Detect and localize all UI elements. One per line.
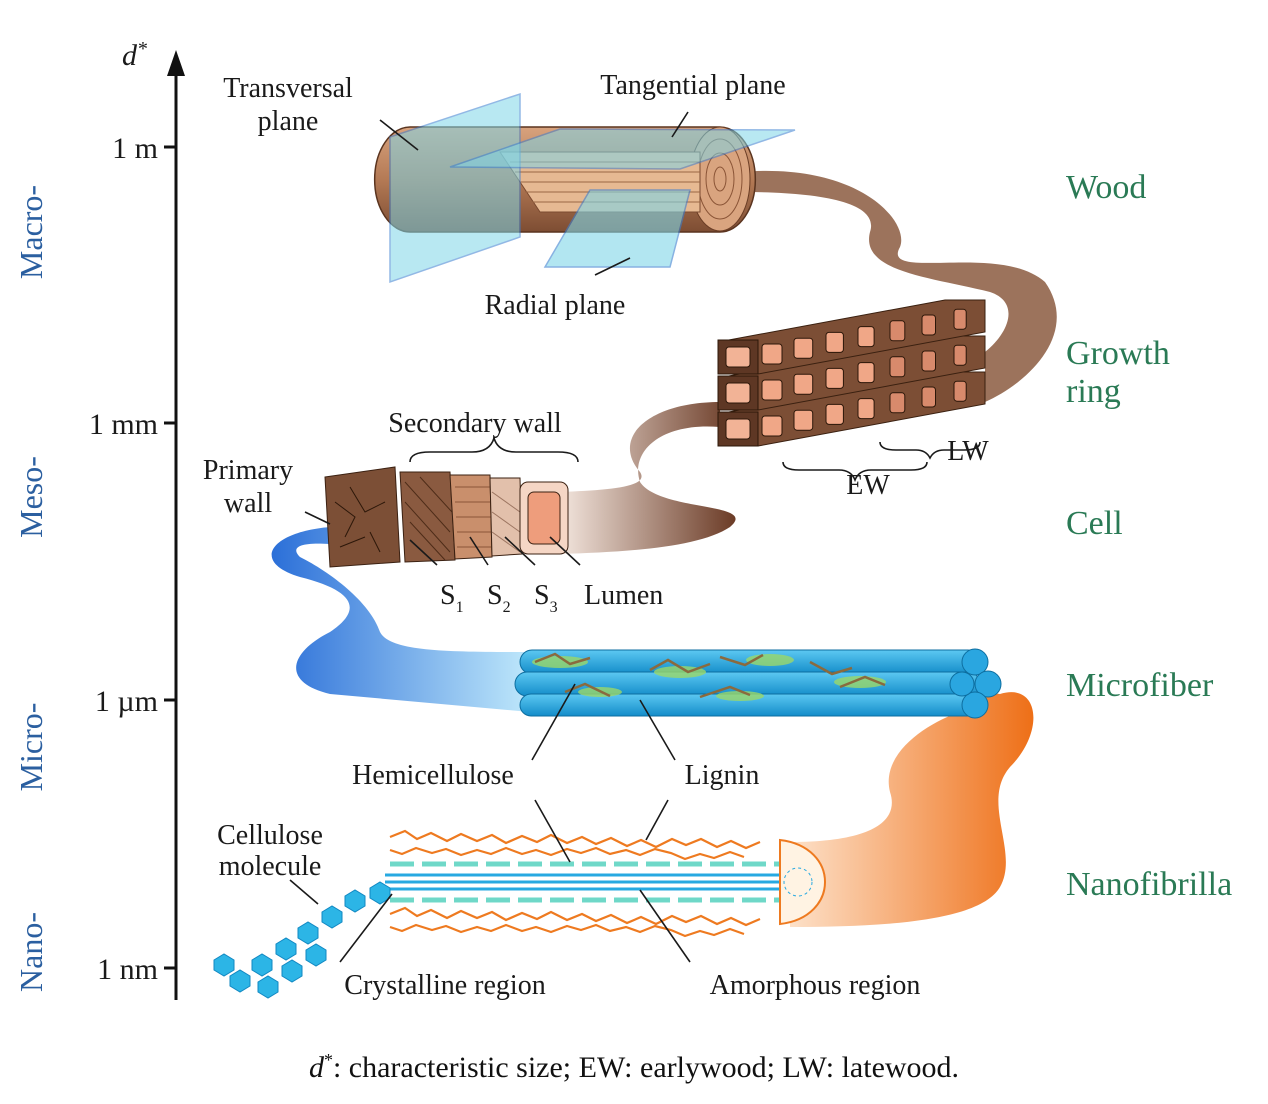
scale-meso: Meso-: [13, 456, 49, 538]
label-tangential: Tangential plane: [600, 70, 785, 101]
growth-ring-cell: [825, 331, 844, 353]
level-labels: Wood Growth ring Cell Microfiber Nanofib…: [1066, 169, 1232, 903]
diagram-labels: Transversal plane Tangential plane Radia…: [203, 70, 989, 1001]
label-hemicellulose: Hemicellulose: [352, 760, 514, 791]
growth-ring-cell: [921, 386, 936, 408]
label-secondary-wall: Secondary wall: [388, 408, 562, 439]
growth-ring-cell: [793, 337, 814, 359]
tick-1nm: 1 nm: [97, 953, 158, 986]
growth-ring-cell: [825, 367, 844, 389]
label-lw: LW: [947, 436, 989, 467]
ribbon-cell-to-microfiber: [271, 527, 530, 712]
scale-micro: Micro-: [13, 703, 49, 792]
size-axis: d* 1 m 1 mm 1 µm 1 nm: [89, 38, 185, 1000]
growth-ring-cell: [953, 380, 967, 402]
level-microfiber: Microfiber: [1066, 667, 1214, 704]
radial-plane: [543, 189, 691, 268]
cellulose-molecule-chain: [213, 881, 391, 999]
figure-caption: d*: characteristic size; EW: earlywood; …: [308, 1050, 960, 1084]
label-s1: S1: [440, 580, 464, 616]
label-transversal-1: Transversal: [223, 73, 353, 104]
growth-ring-cell: [825, 403, 844, 425]
growth-ring-cell: [953, 308, 967, 330]
label-amorphous: Amorphous region: [710, 970, 921, 1001]
transversal-plane: [389, 92, 521, 284]
scale-labels: Macro- Meso- Micro- Nano-: [13, 185, 49, 992]
microfiber-bundle: [514, 648, 1002, 719]
growth-ring-cell: [953, 344, 967, 366]
label-lignin: Lignin: [685, 760, 760, 791]
growth-ring-cell: [921, 314, 936, 336]
ribbon-ring-to-cell: [560, 402, 736, 554]
tick-1m: 1 m: [112, 132, 158, 165]
label-s2: S2: [487, 580, 511, 616]
growth-ring-cell: [761, 379, 783, 401]
level-wood: Wood: [1066, 169, 1146, 206]
growth-ring-block: [717, 299, 986, 447]
label-cellulose-1: Cellulose: [217, 820, 323, 851]
growth-ring-lumen: [725, 418, 751, 440]
label-cellulose-2: molecule: [219, 851, 322, 882]
label-ew: EW: [846, 470, 890, 501]
cell-wall-layers: [324, 466, 569, 568]
label-primary-1: Primary: [203, 455, 293, 486]
level-nanofibrilla: Nanofibrilla: [1066, 866, 1232, 903]
nanofibril: [385, 829, 826, 938]
growth-ring-cell: [857, 326, 875, 348]
tick-1mm: 1 mm: [89, 408, 158, 441]
leader-lines: [289, 111, 981, 963]
growth-ring-cell: [761, 415, 783, 437]
label-crystalline: Crystalline region: [344, 970, 545, 1001]
growth-ring-lumen: [725, 382, 751, 404]
growth-ring-cell: [793, 409, 814, 431]
growth-ring-cell: [793, 373, 814, 395]
label-lumen: Lumen: [584, 580, 663, 611]
growth-ring-cell: [889, 356, 906, 378]
growth-ring-cell: [889, 392, 906, 414]
growth-ring-cell: [857, 398, 875, 420]
ribbon-wood-to-ring: [740, 170, 1057, 402]
label-s3: S3: [534, 580, 558, 616]
growth-ring-lumen: [725, 346, 751, 368]
level-cell: Cell: [1066, 505, 1123, 542]
ribbon-microfiber-to-nanofibril: [790, 692, 1034, 927]
level-growth-ring-1: Growth: [1066, 335, 1170, 372]
cutting-planes: [389, 92, 796, 284]
tangential-plane: [449, 128, 796, 170]
axis-label: d*: [122, 38, 147, 72]
label-transversal-2: plane: [258, 106, 319, 137]
label-radial: Radial plane: [485, 290, 626, 321]
label-primary-2: wall: [224, 488, 272, 519]
growth-ring-cell: [889, 320, 906, 342]
level-growth-ring-2: ring: [1066, 373, 1121, 410]
tick-1um: 1 µm: [95, 685, 158, 718]
growth-ring-cell: [921, 350, 936, 372]
scale-nano: Nano-: [13, 912, 49, 992]
growth-ring-cell: [761, 343, 783, 365]
growth-ring-cell: [857, 362, 875, 384]
scale-macro: Macro-: [13, 185, 49, 279]
